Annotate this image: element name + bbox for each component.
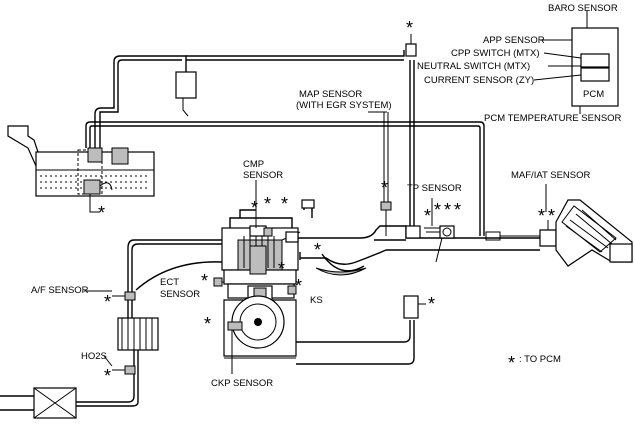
engine-block xyxy=(221,209,301,359)
asterisk-tp-2: * xyxy=(434,200,441,220)
intake-duct xyxy=(296,225,540,276)
maf-iat-sensor-label: MAF/IAT SENSOR xyxy=(511,170,590,181)
ho2s-label: HO2S xyxy=(81,351,107,362)
map-sensor xyxy=(368,111,392,236)
pcm-label: PCM xyxy=(583,89,604,100)
ckp-sensor-label: CKP SENSOR xyxy=(211,378,273,389)
asterisk-maf-2: * xyxy=(548,206,555,226)
asterisk-cmp-2: * xyxy=(264,194,271,214)
asterisk-af: * xyxy=(104,292,111,312)
asterisk-ks: * xyxy=(295,276,302,296)
purge-valve-top xyxy=(405,43,417,57)
purge-solenoid xyxy=(175,71,197,99)
asterisk-canister: * xyxy=(98,203,105,223)
ect-sensor-label-2: SENSOR xyxy=(160,289,200,300)
exhaust-system xyxy=(0,239,301,419)
to-pcm-legend: : TO PCM xyxy=(519,354,561,365)
asterisk-engine-right: * xyxy=(278,259,285,279)
asterisk-cmp-1: * xyxy=(251,198,258,218)
air-cleaner xyxy=(539,199,633,267)
asterisk-ect: * xyxy=(201,271,208,291)
cmp-sensor-label-1: CMP xyxy=(243,159,264,170)
cpp-switch-label: CPP SWITCH (MTX) xyxy=(451,48,540,59)
pcm-module xyxy=(533,11,619,114)
asterisk-cmp-4: * xyxy=(314,240,321,260)
legend-asterisk: * xyxy=(508,353,515,373)
current-sensor-label: CURRENT SENSOR (ZY) xyxy=(424,75,534,86)
canister-assembly xyxy=(7,121,485,236)
af-sensor-label: A/F SENSOR xyxy=(31,285,89,296)
neutral-switch-label: NEUTRAL SWITCH (MTX) xyxy=(417,61,530,72)
tp-sensor-label: TP SENSOR xyxy=(407,183,462,194)
asterisk-ckp: * xyxy=(204,314,211,334)
egr-line xyxy=(135,261,426,365)
egr-valve xyxy=(403,295,419,319)
app-sensor-label: APP SENSOR xyxy=(483,35,545,46)
asterisk-tp-3: * xyxy=(444,200,451,220)
asterisk-egr: * xyxy=(428,294,435,314)
asterisk-cmp-3: * xyxy=(281,194,288,214)
baro-sensor-label: BARO SENSOR xyxy=(548,3,618,14)
asterisk-purge: * xyxy=(406,18,413,38)
asterisk-maf-1: * xyxy=(538,206,545,226)
pcm-temperature-sensor-label: PCM TEMPERATURE SENSOR xyxy=(484,113,622,124)
asterisk-tp-1: * xyxy=(424,206,431,226)
asterisk-map: * xyxy=(381,178,388,198)
ect-sensor-label-1: ECT xyxy=(160,277,179,288)
asterisk-ho2s: * xyxy=(104,366,111,386)
purge-line xyxy=(94,34,417,236)
ks-label: KS xyxy=(310,295,323,306)
asterisk-tp-4: * xyxy=(454,200,461,220)
map-sensor-label-2: (WITH EGR SYSTEM) xyxy=(296,100,392,111)
map-sensor-label-1: MAP SENSOR xyxy=(299,89,362,100)
cmp-sensor-label-2: SENSOR xyxy=(243,170,283,181)
